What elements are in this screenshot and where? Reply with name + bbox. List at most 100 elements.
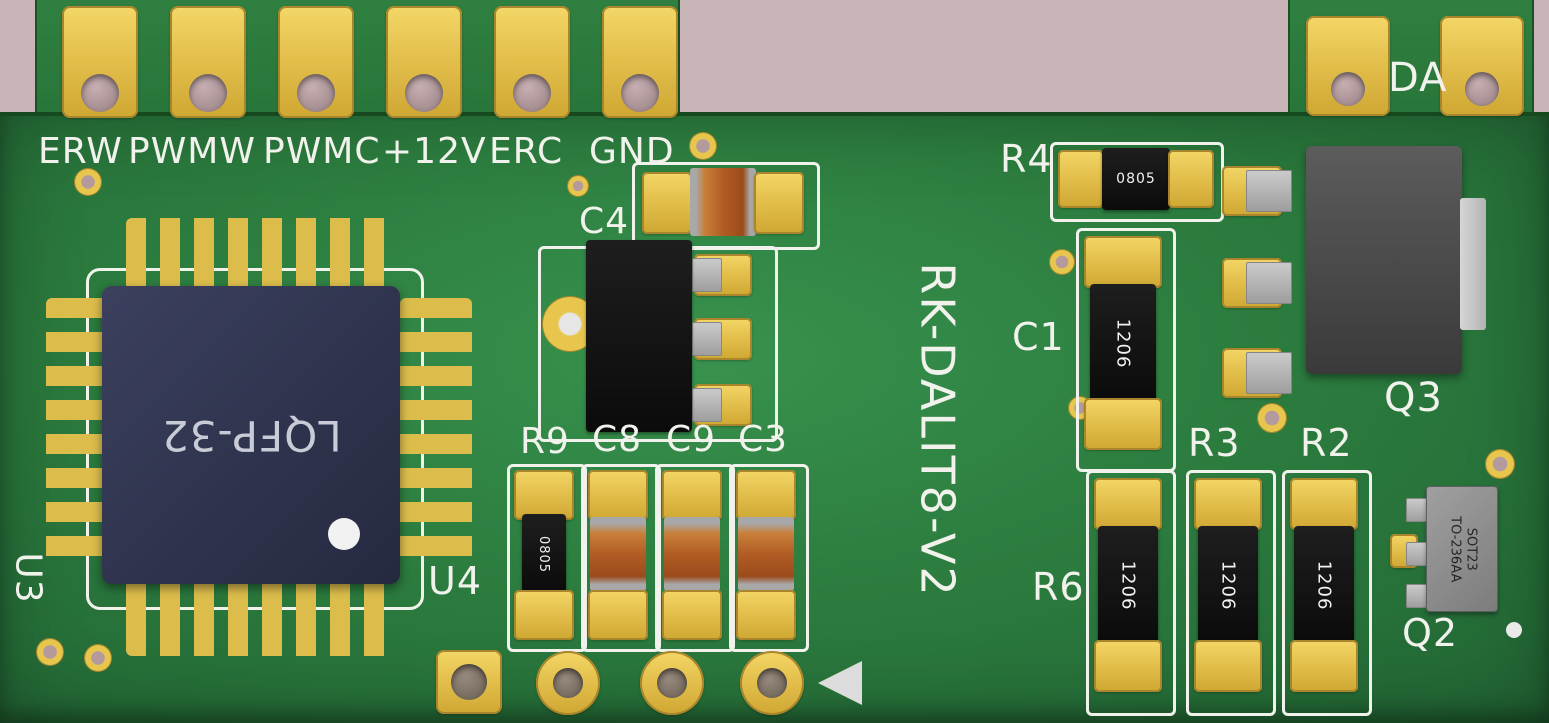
through-hole-pad-erw — [62, 6, 138, 118]
c9-capacitor-body — [664, 517, 720, 591]
via — [1050, 250, 1074, 274]
c8-pad-top — [588, 470, 648, 520]
connector-label-erc: ERC — [489, 131, 564, 172]
drill-hole — [657, 668, 687, 698]
regulator-lead-3 — [692, 388, 722, 422]
c1-pad-top — [1084, 236, 1162, 288]
c4-pad-left — [642, 172, 692, 234]
drill-hole — [757, 668, 787, 698]
q3-lead-1 — [1246, 170, 1292, 212]
bottom-round-pad-2 — [640, 651, 704, 715]
ref-q2: Q2 — [1402, 611, 1459, 655]
ref-u3: U3 — [7, 552, 49, 604]
drill-hole — [621, 74, 659, 112]
c4-pad-right — [754, 172, 804, 234]
through-hole-pad-gnd — [602, 6, 678, 118]
c8-capacitor-body — [590, 517, 646, 591]
c1-marking: 1206 — [1112, 318, 1134, 368]
ref-c1: C1 — [1012, 315, 1065, 359]
via — [1486, 450, 1514, 478]
connector-label-pwmw: PWMW — [128, 131, 256, 172]
r9-resistor-body: 0805 — [522, 514, 566, 594]
connector-label-12v: +12V — [382, 131, 487, 172]
ref-r6: R6 — [1032, 565, 1085, 609]
ref-r2: R2 — [1300, 421, 1353, 465]
polarity-arrow-icon — [818, 661, 862, 705]
pin1-dot — [328, 518, 360, 550]
through-hole-pad-pwmw — [170, 6, 246, 118]
bottom-round-pad-1 — [536, 651, 600, 715]
connector-label-erw: ERW — [38, 131, 123, 172]
q3-lead-2 — [1246, 262, 1292, 304]
ref-r9: R9 — [520, 421, 570, 462]
drill-hole — [451, 664, 487, 700]
ref-q3: Q3 — [1384, 375, 1443, 421]
r6-marking: 1206 — [1117, 560, 1139, 610]
lqfp32-package-marking: LQFP-32 — [160, 410, 342, 460]
via — [75, 169, 101, 195]
c9-pad-bottom — [662, 590, 722, 640]
r6-resistor-body: 1206 — [1098, 526, 1158, 644]
ref-c9: C9 — [666, 419, 717, 460]
lqfp32-pin-row-bottom — [126, 580, 398, 656]
r4-marking: 0805 — [1116, 171, 1156, 187]
via — [85, 645, 111, 671]
c3-pad-bottom — [736, 590, 796, 640]
c9-pad-top — [662, 470, 722, 520]
ref-c4: C4 — [579, 201, 630, 242]
r4-pad-left — [1058, 150, 1104, 208]
r6-silkscreen-outline — [1086, 470, 1176, 716]
drill-hole — [553, 668, 583, 698]
r9-pad-top — [514, 470, 574, 520]
through-hole-pad-pwmc — [278, 6, 354, 118]
c3-pad-top — [736, 470, 796, 520]
c4-capacitor-body — [690, 168, 756, 236]
regulator-lead-1 — [692, 258, 722, 292]
through-hole-pad-erc — [494, 6, 570, 118]
regulator-body — [586, 240, 692, 432]
r6-pad-top — [1094, 478, 1162, 530]
c1-pad-bottom — [1084, 398, 1162, 450]
drill-hole — [189, 74, 227, 112]
drill-hole — [1331, 72, 1365, 106]
q2-transistor-body: SOT23 TO-236AA — [1426, 486, 1498, 612]
c9-silkscreen-outline — [655, 464, 735, 652]
q3-transistor-body — [1306, 146, 1462, 374]
via — [690, 133, 716, 159]
r2-pad-top — [1290, 478, 1358, 530]
bottom-round-pad-3 — [740, 651, 804, 715]
r9-marking: 0805 — [536, 535, 552, 573]
connector-label-da: DA — [1388, 55, 1448, 101]
c1-capacitor-body: 1206 — [1090, 284, 1156, 402]
drill-hole — [405, 74, 443, 112]
bottom-square-pad — [436, 650, 502, 714]
r3-pad-bottom — [1194, 640, 1262, 692]
lqfp32-pin-row-top — [126, 218, 398, 290]
r6-pad-bottom — [1094, 640, 1162, 692]
regulator-lead-2 — [692, 322, 722, 356]
r2-silkscreen-outline — [1282, 470, 1372, 716]
q3-lead-3 — [1246, 352, 1292, 394]
board-title: RK-DALIT8-V2 — [911, 262, 965, 598]
through-hole-pad-da1 — [1306, 16, 1390, 116]
lqfp32-pin-row-right — [400, 298, 472, 570]
r9-silkscreen-outline — [507, 464, 587, 652]
via — [568, 176, 588, 196]
r2-resistor-body: 1206 — [1294, 526, 1354, 644]
r2-marking: 1206 — [1313, 560, 1335, 610]
drill-hole — [297, 74, 335, 112]
board-tab-left — [35, 0, 680, 118]
drill-hole — [81, 74, 119, 112]
drill-hole — [1465, 72, 1499, 106]
r2-pad-bottom — [1290, 640, 1358, 692]
through-hole-pad-12v — [386, 6, 462, 118]
connector-label-pwmc: PWMC — [263, 131, 381, 172]
r3-pad-top — [1194, 478, 1262, 530]
r4-pad-right — [1168, 150, 1214, 208]
through-hole-pad-da2 — [1440, 16, 1524, 116]
q3-metal-tab — [1460, 198, 1486, 330]
c3-silkscreen-outline — [729, 464, 809, 652]
q2-marking-line1: SOT23 — [1463, 527, 1479, 571]
ref-c3: C3 — [738, 419, 789, 460]
